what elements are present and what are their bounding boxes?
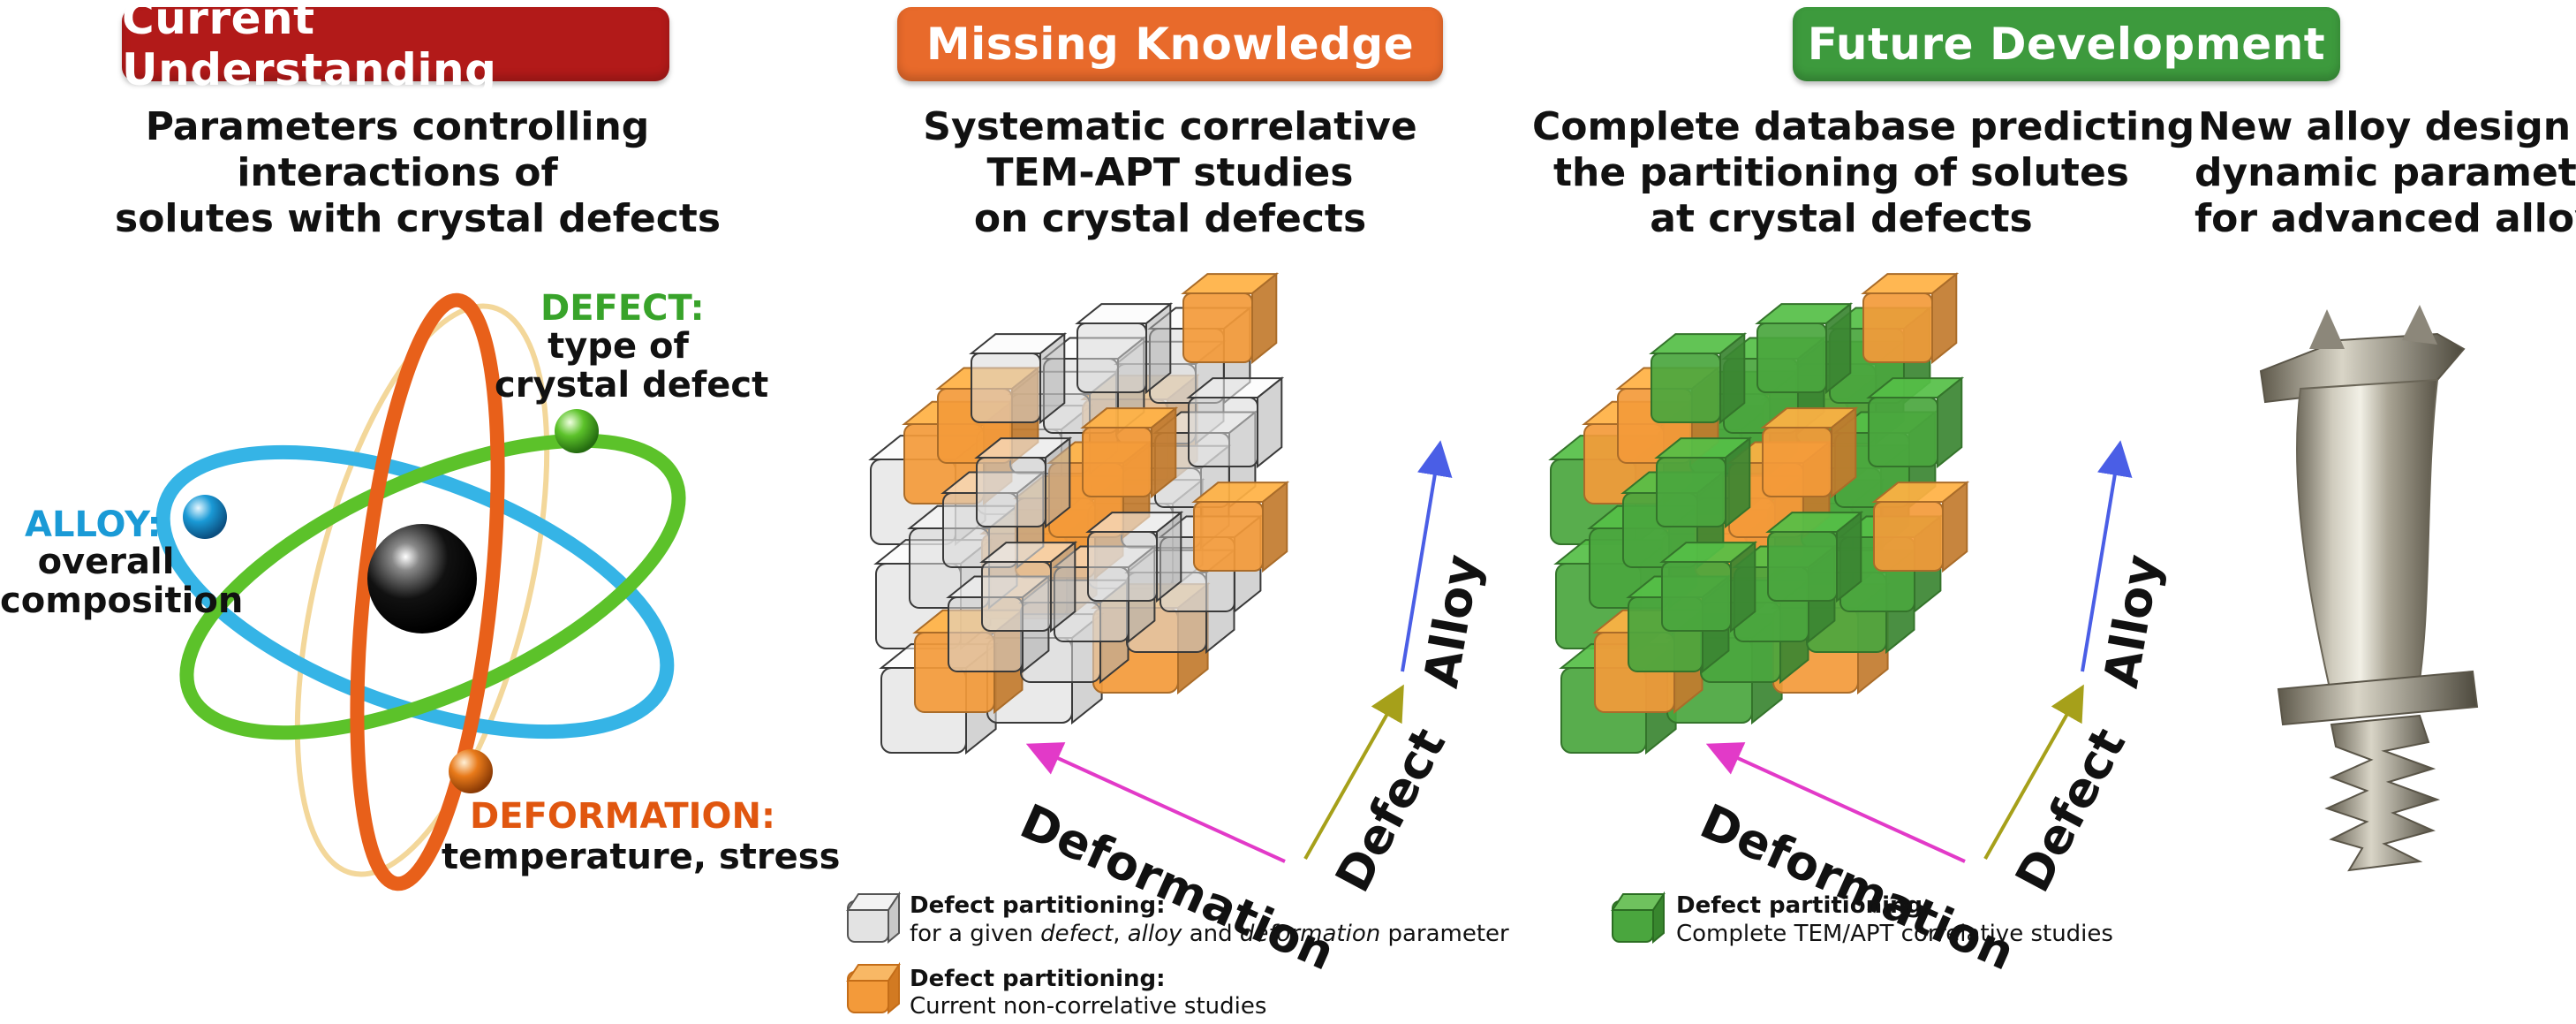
subtitle-future-line-2: the partitioning of solutes: [1553, 150, 2129, 195]
orbit-alloy: [155, 444, 675, 740]
legend-green-title: Defect partitioning:: [1676, 892, 1932, 919]
electron-defect: [555, 409, 599, 453]
cube-grid-future-cube-30: [1654, 436, 1753, 529]
subtitle-alloy-design: New alloy design dynamic parameter for a…: [2195, 104, 2576, 242]
label-deformation-desc: temperature, stress: [442, 837, 841, 877]
label-defect-desc-line-1: type of: [548, 326, 689, 367]
label-alloy-desc: overall composition: [0, 542, 244, 621]
legend-orange-desc: Current non-correlative studies: [910, 993, 1267, 1020]
arrow-defect-missing: [1303, 684, 1404, 860]
legend-green-desc: Complete TEM/APT correlative studies: [1676, 921, 2113, 947]
arrow-alloy-missing: [1401, 440, 1453, 672]
orbit-deformation: [350, 292, 505, 891]
cube-grid-missing-cube-34: [1085, 511, 1184, 603]
legend-clear-cube-icon: [846, 891, 901, 944]
legend-clear-title: Defect partitioning:: [910, 892, 1166, 919]
cube-grid-missing-cube-30: [974, 436, 1073, 529]
subtitle-future-line-3: at crystal defects: [1650, 196, 2033, 241]
header-missing-knowledge: Missing Knowledge: [897, 7, 1443, 81]
electron-alloy: [183, 495, 227, 539]
subtitle-future: Complete database predicting the partiti…: [1532, 104, 2195, 242]
cube-grid-future-cube-33: [1659, 541, 1758, 633]
subtitle-missing: Systematic correlative TEM-APT studies o…: [892, 104, 1448, 242]
cube-grid-future-cube-34: [1765, 511, 1864, 603]
subtitle-current-line-1: Parameters controlling: [145, 104, 650, 149]
cube-grid-missing-cube-27: [969, 332, 1068, 425]
arrow-alloy-future: [2081, 440, 2133, 672]
legend-clear-desc-mid2: and: [1182, 921, 1240, 947]
arrow-deformation-missing: [1025, 742, 1286, 863]
cube-grid-future-cube-27: [1649, 332, 1748, 425]
legend-clear-desc-post: parameter: [1380, 921, 1509, 947]
cube-grid-missing-cube-33: [979, 541, 1078, 633]
label-alloy-desc-line-1: overall: [37, 542, 175, 582]
legend-clear-desc: for a given defect, alloy and deformatio…: [910, 921, 1509, 947]
cube-grid-missing-cube-29: [1181, 272, 1280, 365]
legend-orange-title: Defect partitioning:: [910, 966, 1166, 992]
arrow-deformation-future: [1705, 742, 1966, 863]
label-alloy-desc-line-2: composition: [0, 580, 244, 621]
label-alloy-title: ALLOY:: [25, 504, 162, 545]
label-defect-title: DEFECT:: [540, 288, 705, 329]
subtitle-current-line-2: interactions of: [237, 150, 558, 195]
subtitle-current-line-3: solutes with crystal defects: [115, 196, 721, 241]
subtitle-missing-line-2: TEM-APT studies: [986, 150, 1354, 195]
arrow-defect-future: [1983, 684, 2084, 860]
orbit-yellow: [294, 303, 550, 877]
electron-deformation: [449, 749, 493, 793]
subtitle-current: Parameters controlling interactions of s…: [115, 104, 721, 242]
label-defect-desc-line-2: crystal defect: [495, 365, 769, 406]
nucleus: [367, 524, 477, 633]
legend-clear-desc-defect: defect: [1040, 921, 1114, 947]
header-future-development: Future Development: [1793, 7, 2340, 81]
header-current-understanding: Current Understanding: [122, 0, 669, 95]
cube-grid-future-cube-28: [1755, 302, 1854, 395]
cube-grid-future-cube-29: [1861, 272, 1960, 365]
label-defect-desc: type of crystal defect: [495, 326, 769, 406]
label-deformation-title: DEFORMATION:: [470, 796, 775, 837]
legend-clear-desc-deformation: deformation: [1239, 921, 1381, 947]
cube-grid-missing-cube-35: [1191, 481, 1290, 573]
cube-grid-missing-cube-28: [1075, 302, 1174, 395]
cube-grid-missing-cube-31: [1080, 406, 1179, 499]
legend-clear-desc-pre: for a given: [910, 921, 1041, 947]
subtitle-missing-line-3: on crystal defects: [973, 196, 1367, 241]
legend-orange-cube-icon: [846, 961, 901, 1015]
cube-grid-missing-cube-32: [1186, 376, 1285, 469]
cube-grid-future-cube-32: [1866, 376, 1965, 469]
cube-grid-future-cube-31: [1760, 406, 1859, 499]
subtitle-missing-line-1: Systematic correlative: [923, 104, 1417, 149]
legend-green-cube-icon: [1611, 891, 1666, 944]
legend-clear-desc-alloy: alloy: [1127, 921, 1182, 947]
legend-clear-desc-mid1: ,: [1113, 921, 1128, 947]
subtitle-future-line-1: Complete database predicting: [1532, 104, 2195, 149]
subtitle-alloy-design-line-3: for advanced alloys: [2195, 196, 2576, 241]
cube-grid-future-cube-35: [1871, 481, 1970, 573]
subtitle-alloy-design-line-1: New alloy design: [2197, 104, 2572, 149]
subtitle-alloy-design-line-2: dynamic parameter: [2195, 150, 2576, 195]
